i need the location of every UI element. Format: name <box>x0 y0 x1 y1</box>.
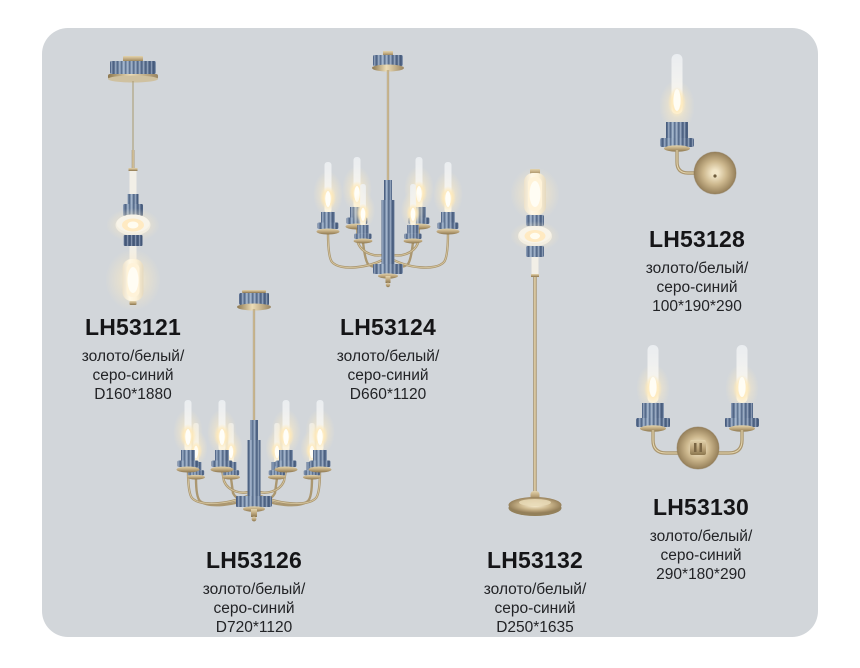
product-lh53130 <box>605 332 795 492</box>
product-code: LH53124 <box>339 314 437 340</box>
product-color: серо-синий <box>494 600 576 617</box>
product-size: D660*1120 <box>349 386 427 403</box>
wall-sconce-double-image <box>636 345 759 470</box>
catalog-card: LH53121 золото/белый/ серо-синий D160*18… <box>42 28 818 637</box>
product-code: LH53128 <box>648 226 746 252</box>
product-size: 100*190*290 <box>652 298 742 315</box>
product-code: LH53121 <box>84 314 182 340</box>
chandelier-image <box>313 51 463 288</box>
product-label: LH53128 золото/белый/ серо-синий 100*190… <box>602 226 792 316</box>
product-finish: золото/белый/ <box>649 528 753 545</box>
floor-lamp-image <box>508 167 562 516</box>
product-color: серо-синий <box>660 547 742 564</box>
product-size: 290*180*290 <box>656 566 746 583</box>
product-finish: золото/белый/ <box>81 348 185 365</box>
product-color: серо-синий <box>347 367 429 384</box>
product-lh53132 <box>480 165 590 525</box>
product-size: D160*1880 <box>94 386 172 403</box>
product-size: D250*1635 <box>496 619 574 636</box>
product-color: серо-синий <box>656 279 738 296</box>
product-finish: золото/белый/ <box>336 348 440 365</box>
chandelier-image <box>173 290 335 522</box>
product-lh53121 <box>73 48 193 310</box>
product-label: LH53124 золото/белый/ серо-синий D660*11… <box>293 314 483 404</box>
product-size: D720*1120 <box>215 619 293 636</box>
product-lh53126 <box>144 288 364 535</box>
product-label: LH53121 золото/белый/ серо-синий D160*18… <box>38 314 228 404</box>
product-label: LH53126 золото/белый/ серо-синий D720*11… <box>159 547 349 637</box>
product-color: серо-синий <box>92 367 174 384</box>
product-code: LH53130 <box>652 494 750 520</box>
product-lh53128 <box>630 42 770 212</box>
product-code: LH53126 <box>205 547 303 573</box>
product-finish: золото/белый/ <box>202 581 306 598</box>
pendant-lamp-image <box>105 56 161 310</box>
product-label: LH53130 золото/белый/ серо-синий 290*180… <box>606 494 796 584</box>
product-lh53124 <box>288 48 488 290</box>
product-color: серо-синий <box>213 600 295 617</box>
product-code: LH53132 <box>486 547 584 573</box>
product-label: LH53132 золото/белый/ серо-синий D250*16… <box>440 547 630 637</box>
wall-sconce-image <box>659 54 737 195</box>
product-finish: золото/белый/ <box>645 260 749 277</box>
product-finish: золото/белый/ <box>483 581 587 598</box>
